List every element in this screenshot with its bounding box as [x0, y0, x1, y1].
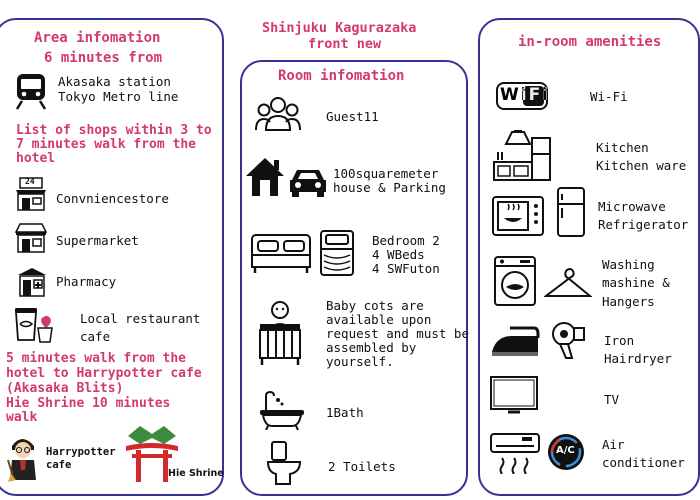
hp-cafe-label-2: cafe — [46, 459, 72, 471]
header-line1: Shinjuku Kagurazaka — [262, 20, 417, 36]
cafe-icon — [12, 304, 54, 344]
supermarket-icon — [14, 222, 48, 254]
bath-label: 1Bath — [326, 405, 364, 420]
area-walk: 6 minutes from — [44, 50, 163, 66]
harrypotter-icon — [6, 430, 40, 482]
washing-line2: mashine & — [602, 275, 670, 290]
bedroom-line2: 4 WBeds — [372, 247, 425, 262]
size-line1: 100squaremeter — [333, 166, 439, 181]
pharmacy-label: Pharmacy — [56, 274, 117, 289]
cot-line5: yourself. — [326, 354, 394, 369]
pharmacy-icon — [16, 266, 48, 298]
room-title: Room infomation — [278, 68, 405, 84]
microwave-icon — [492, 196, 544, 236]
supermarket-label: Supermarket — [56, 233, 139, 248]
car-icon — [288, 166, 328, 198]
bedroom-line1: Bedroom 2 — [372, 233, 440, 248]
hanger-icon — [544, 266, 592, 300]
hp-note-2: hotel to Harrypotter cafe — [6, 366, 202, 381]
shops-heading-3: hotel — [16, 151, 56, 166]
wifi-icon: WiFi — [496, 82, 548, 110]
hie-shrine-label: Hie Shrine — [168, 468, 224, 479]
washing-line1: Washing — [602, 257, 655, 272]
iron-label: Iron — [604, 333, 635, 348]
amenities-title: in-room amenities — [518, 34, 662, 50]
bathtub-icon — [258, 390, 306, 430]
train-icon — [14, 72, 48, 110]
restaurant-label-2: cafe — [80, 329, 111, 344]
hairdryer-icon — [550, 320, 586, 360]
tv-icon — [490, 376, 538, 416]
torii-gate-icon — [124, 426, 180, 484]
station-line2: Tokyo Metro line — [58, 89, 179, 104]
iron-icon — [490, 322, 542, 358]
area-title: Area infomation — [34, 30, 161, 46]
wifi-badge-text: WiFi — [500, 85, 551, 105]
guests-icon — [254, 96, 302, 134]
cot-line2: available upon — [326, 312, 432, 327]
hp-note-1: 5 minutes walk from the — [6, 351, 187, 366]
kitchen-line2: Kitchen ware — [596, 158, 687, 173]
futon-icon — [318, 229, 356, 277]
washing-machine-icon — [494, 256, 536, 306]
refrigerator-icon — [556, 186, 586, 238]
cot-line4: assembled by — [326, 340, 417, 355]
hp-note-3: (Akasaka Blits) — [6, 381, 124, 396]
hairdryer-label: Hairdryer — [604, 351, 672, 366]
convenience-store-icon: 24 — [14, 176, 48, 212]
hp-cafe-label-1: Harrypotter — [46, 446, 116, 458]
toilets-label: 2 Toilets — [328, 459, 396, 474]
station-line1: Akasaka station — [58, 74, 171, 89]
ac-line2: conditioner — [602, 455, 685, 470]
shops-heading-2: 7 minutes walk from the — [16, 137, 197, 152]
size-line2: house & Parking — [333, 180, 446, 195]
restaurant-label-1: Local restaurant — [80, 311, 201, 326]
refrigerator-label: Refrigerator — [598, 217, 689, 232]
kitchen-line1: Kitchen — [596, 140, 649, 155]
header-line2: front new — [308, 36, 382, 52]
store-24-badge: 24 — [25, 177, 35, 186]
kitchen-icon — [492, 130, 552, 182]
cot-line1: Baby cots are — [326, 298, 424, 313]
convenience-store-label: Convniencestore — [56, 191, 169, 206]
microwave-label: Microwave — [598, 199, 666, 214]
toilet-icon — [264, 440, 304, 486]
house-icon — [244, 156, 286, 198]
cot-line3: request and must be — [326, 326, 469, 341]
ac-remote-icon: A/C — [546, 432, 586, 472]
wifi-label: Wi-Fi — [590, 89, 628, 104]
shops-heading-1: List of shops within 3 to — [16, 123, 212, 138]
ac-badge-text: A/C — [556, 445, 575, 456]
ac-line1: Air — [602, 437, 625, 452]
bedroom-line3: 4 SWFuton — [372, 261, 440, 276]
guest-label: Guest11 — [326, 109, 379, 124]
hie-note-2: walk — [6, 410, 38, 425]
washing-line3: Hangers — [602, 294, 655, 309]
baby-cot-icon — [256, 300, 304, 366]
tv-label: TV — [604, 392, 620, 407]
double-bed-icon — [250, 233, 312, 275]
air-conditioner-icon — [490, 432, 540, 474]
hie-note-1: Hie Shrine 10 minutes — [6, 396, 171, 411]
